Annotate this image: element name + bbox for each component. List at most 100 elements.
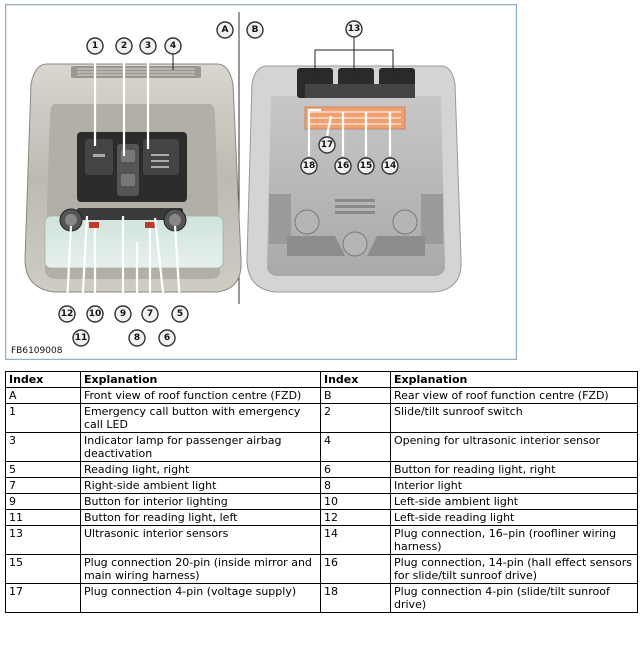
svg-text:18: 18 <box>303 161 316 171</box>
callout-12: 12 <box>58 305 76 323</box>
svg-text:4: 4 <box>170 41 176 51</box>
table-row: 5 Reading light, right 6 Button for read… <box>5 461 638 478</box>
table-row: 15 Plug connection 20-pin (inside mirror… <box>5 554 638 584</box>
index-cell: 17 <box>5 583 81 613</box>
index-cell: 1 <box>5 403 81 433</box>
index-cell: 9 <box>5 493 81 510</box>
explanation-cell: Opening for ultrasonic interior sensor <box>390 432 638 462</box>
header-index: Index <box>320 371 391 388</box>
index-cell: 6 <box>320 461 391 478</box>
callout-14: 14 <box>381 157 399 175</box>
index-cell: 7 <box>5 477 81 494</box>
index-cell: 4 <box>320 432 391 462</box>
explanation-cell: Indicator lamp for passenger airbag deac… <box>80 432 321 462</box>
explanation-cell: Plug connection 20-pin (inside mirror an… <box>80 554 321 584</box>
legend-header-row: Index Explanation Index Explanation <box>5 371 638 388</box>
explanation-cell: Button for interior lighting <box>80 493 321 510</box>
svg-text:12: 12 <box>61 309 74 319</box>
svg-text:8: 8 <box>134 333 140 343</box>
index-cell: 16 <box>320 554 391 584</box>
index-cell: 5 <box>5 461 81 478</box>
index-cell: 11 <box>5 509 81 526</box>
index-cell: B <box>320 387 391 404</box>
explanation-cell: Plug connection, 16–pin (roofliner wirin… <box>390 525 638 555</box>
header-explanation: Explanation <box>80 371 321 388</box>
callout-4: 4 <box>164 37 182 55</box>
index-cell: 12 <box>320 509 391 526</box>
callout-13: 13 <box>345 20 363 38</box>
explanation-cell: Plug connection 4-pin (slide/tilt sunroo… <box>390 583 638 613</box>
index-cell: 13 <box>5 525 81 555</box>
explanation-cell: Rear view of roof function centre (FZD) <box>390 387 638 404</box>
explanation-cell: Interior light <box>390 477 638 494</box>
svg-text:5: 5 <box>177 309 183 319</box>
callout-16: 16 <box>334 157 352 175</box>
callout-8: 8 <box>128 329 146 347</box>
callout-11: 11 <box>72 329 90 347</box>
index-cell: 8 <box>320 477 391 494</box>
table-row: 11 Button for reading light, left 12 Lef… <box>5 509 638 526</box>
explanation-cell: Ultrasonic interior sensors <box>80 525 321 555</box>
explanation-cell: Left-side reading light <box>390 509 638 526</box>
table-row: A Front view of roof function centre (FZ… <box>5 387 638 404</box>
svg-text:9: 9 <box>120 309 126 319</box>
svg-text:7: 7 <box>147 309 153 319</box>
header-explanation: Explanation <box>390 371 638 388</box>
explanation-cell: Plug connection, 14-pin (hall effect sen… <box>390 554 638 584</box>
explanation-cell: Emergency call button with emergency cal… <box>80 403 321 433</box>
index-cell: 3 <box>5 432 81 462</box>
svg-text:13: 13 <box>348 24 361 34</box>
index-cell: 2 <box>320 403 391 433</box>
callout-9: 9 <box>114 305 132 323</box>
callout-6: 6 <box>158 329 176 347</box>
callout-17: 17 <box>318 136 336 154</box>
light-button-bar <box>77 208 183 220</box>
explanation-cell: Left-side ambient light <box>390 493 638 510</box>
panel-label-b: B <box>246 21 264 39</box>
svg-text:3: 3 <box>145 41 151 51</box>
table-row: 9 Button for interior lighting 10 Left-s… <box>5 493 638 510</box>
callout-2: 2 <box>115 37 133 55</box>
explanation-cell: Button for reading light, left <box>80 509 321 526</box>
panel-a-text: A <box>222 25 229 35</box>
table-row: 17 Plug connection 4-pin (voltage supply… <box>5 583 638 613</box>
callout-3: 3 <box>139 37 157 55</box>
table-row: 3 Indicator lamp for passenger airbag de… <box>5 432 638 462</box>
explanation-cell: Front view of roof function centre (FZD) <box>80 387 321 404</box>
roof-function-centre-figure: A B 1 2 3 4 5 6 7 8 9 10 11 12 13 14 15 … <box>5 4 517 360</box>
panel-b-text: B <box>252 25 259 35</box>
callout-1: 1 <box>86 37 104 55</box>
table-row: 13 Ultrasonic interior sensors 14 Plug c… <box>5 525 638 555</box>
callout-10: 10 <box>86 305 104 323</box>
explanation-cell: Button for reading light, right <box>390 461 638 478</box>
leader-lines <box>65 37 394 330</box>
callout-7: 7 <box>141 305 159 323</box>
table-row: 1 Emergency call button with emergency c… <box>5 403 638 433</box>
figure-id: FB6109008 <box>11 346 63 356</box>
explanation-cell: Slide/tilt sunroof switch <box>390 403 638 433</box>
svg-text:10: 10 <box>89 309 102 319</box>
index-cell: A <box>5 387 81 404</box>
svg-text:1: 1 <box>92 41 98 51</box>
callout-18: 18 <box>300 157 318 175</box>
panel-label-a: A <box>216 21 234 39</box>
right-ambient-light-graphic <box>145 222 155 228</box>
svg-text:17: 17 <box>321 140 334 150</box>
svg-text:11: 11 <box>75 333 88 343</box>
explanation-cell: Plug connection 4-pin (voltage supply) <box>80 583 321 613</box>
left-ambient-light-graphic <box>89 222 99 228</box>
header-index: Index <box>5 371 81 388</box>
front-view <box>24 63 242 293</box>
callout-15: 15 <box>357 157 375 175</box>
index-cell: 18 <box>320 583 391 613</box>
callout-5: 5 <box>171 305 189 323</box>
svg-text:2: 2 <box>121 41 127 51</box>
index-cell: 15 <box>5 554 81 584</box>
explanation-cell: Right-side ambient light <box>80 477 321 494</box>
explanation-cell: Reading light, right <box>80 461 321 478</box>
svg-text:16: 16 <box>337 161 350 171</box>
index-cell: 10 <box>320 493 391 510</box>
svg-text:14: 14 <box>384 161 397 171</box>
table-row: 7 Right-side ambient light 8 Interior li… <box>5 477 638 494</box>
legend-table: Index Explanation Index Explanation A Fr… <box>5 371 638 613</box>
